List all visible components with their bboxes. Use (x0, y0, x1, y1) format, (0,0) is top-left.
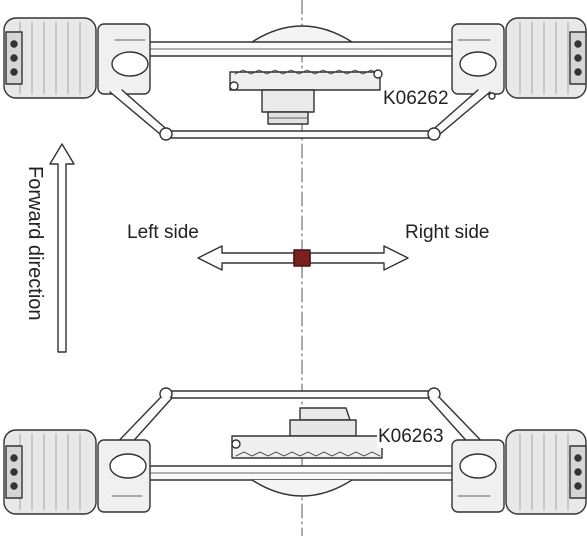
right-arrow (309, 245, 409, 271)
right-side-label: Right side (405, 222, 490, 243)
top-diff-housing (229, 71, 381, 91)
top-axle-assembly (3, 17, 587, 141)
top-left-hub (3, 17, 97, 99)
bottom-left-hub (3, 429, 97, 515)
bottom-diff-dome (251, 479, 353, 497)
center-marker (293, 249, 311, 267)
bottom-axle-assembly (3, 387, 587, 515)
forward-direction-label: Forward direction (24, 166, 46, 321)
top-part-number: K06262 (382, 88, 450, 110)
lateral-arrows (197, 245, 409, 271)
top-diff-dome (251, 25, 353, 43)
left-arrow (197, 245, 295, 271)
bottom-part-number: K06263 (377, 426, 445, 448)
left-side-label: Left side (127, 222, 199, 243)
top-tie-rod (165, 130, 435, 139)
forward-arrow (49, 143, 75, 353)
bottom-tie-rod (165, 390, 435, 399)
top-left-steering-arm (109, 89, 173, 135)
